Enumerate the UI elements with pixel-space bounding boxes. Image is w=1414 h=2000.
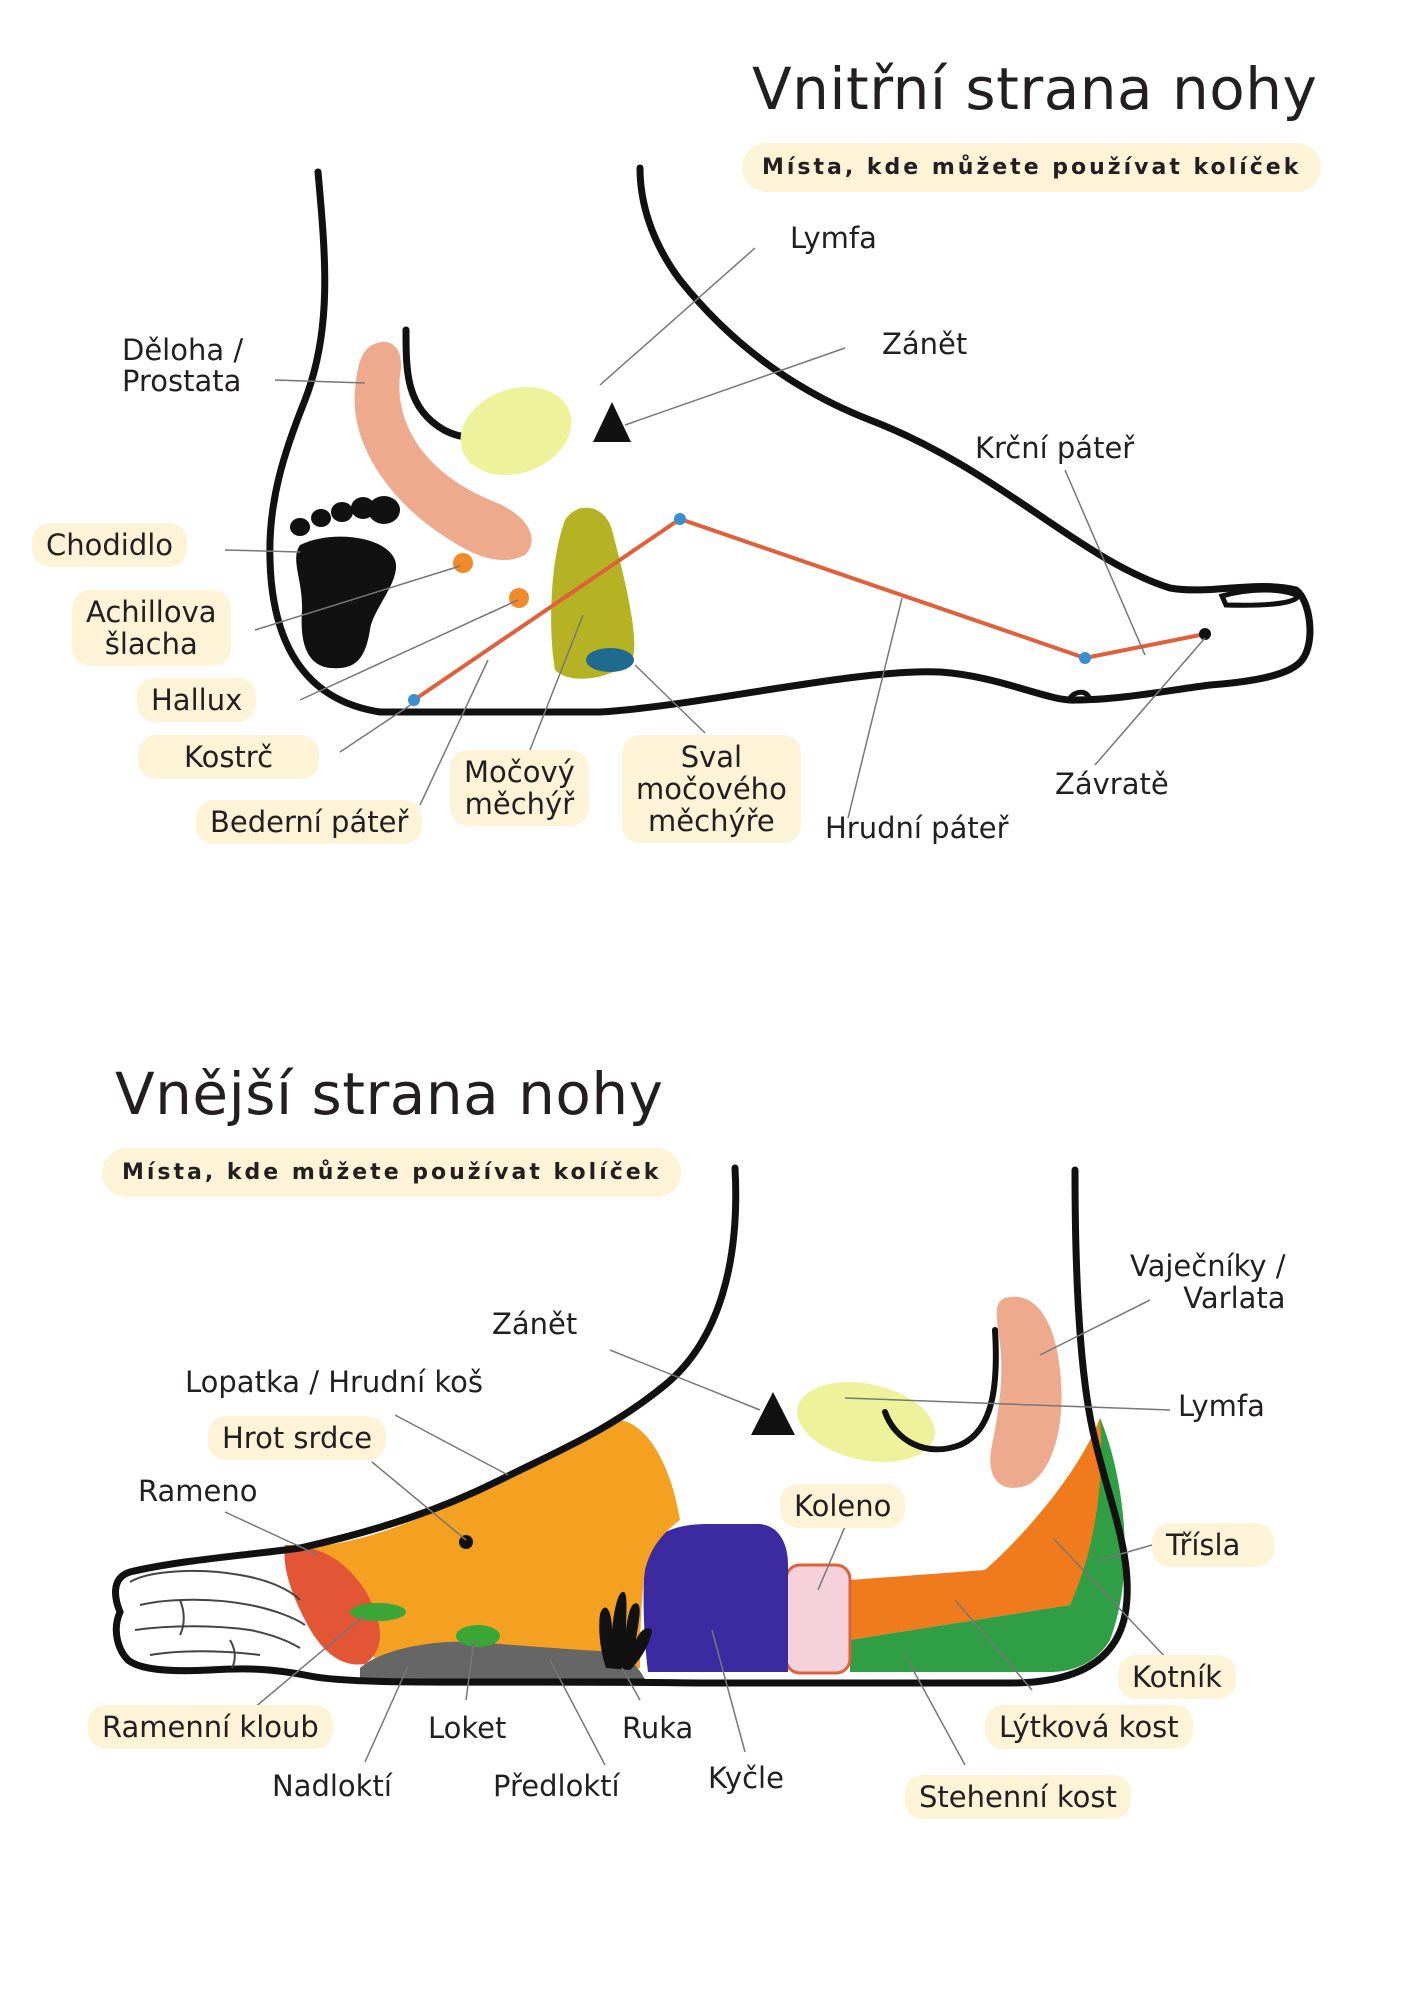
label-outer-vajecniky: Vaječníky / Varlata: [1130, 1249, 1286, 1315]
outer-hand-icon: [599, 1591, 652, 1670]
label-outer-ruka: Ruka: [622, 1711, 694, 1745]
label-outer-kycle: Kyčle: [708, 1761, 784, 1795]
inner-toenail: [1218, 587, 1301, 608]
label-outer-hrot: Hrot srdce: [208, 1416, 387, 1460]
inner-uterus-zone: [354, 341, 532, 560]
label-outer-lopatka: Lopatka / Hrudní koš: [185, 1365, 483, 1399]
inner-leader-lines: [224, 247, 1206, 819]
label-outer-stehenni: Stehenní kost: [905, 1775, 1131, 1819]
outer-shoulder-zone: [284, 1545, 380, 1665]
label-inner-bederni: Bederní páteř: [196, 800, 423, 844]
label-inner-kostrc: Kostrč: [138, 735, 320, 779]
label-inner-sval: Sval močového měchýře: [622, 735, 801, 843]
label-inner-zavrate: Závratě: [1055, 767, 1169, 801]
label-outer-lymfa: Lymfa: [1178, 1389, 1265, 1423]
label-inner-mocovy: Močový měchýř: [450, 750, 589, 826]
label-inner-achillova: Achillova šlacha: [72, 590, 231, 666]
outer-foot-diagram: [112, 1164, 1171, 1766]
label-inner-krcni: Krční páteř: [975, 431, 1135, 465]
inner-bladder-muscle-zone: [586, 648, 634, 672]
outer-ovaries-zone: [990, 1296, 1062, 1488]
label-inner-deloha: Děloha / Prostata: [122, 333, 244, 398]
inner-spine-dot-coccyx: [408, 694, 420, 706]
inner-bladder-zone: [551, 507, 635, 679]
outer-inflammation-triangle: [751, 1392, 795, 1435]
outer-lymph-zone: [797, 1382, 935, 1462]
outer-forearm-zone: [360, 1641, 645, 1680]
label-outer-ramenni: Ramenní kloub: [88, 1705, 333, 1749]
label-outer-kotnik: Kotník: [1118, 1655, 1236, 1699]
label-outer-zanet: Zánět: [492, 1307, 578, 1341]
outer-shoulder-joint-leaf: [350, 1603, 406, 1621]
inner-hallux-dot: [509, 588, 529, 608]
outer-badge: Místa, kde můžete používat kolíček: [102, 1148, 682, 1197]
label-outer-loket: Loket: [428, 1711, 507, 1745]
inner-lymph-zone: [460, 386, 572, 476]
inner-spine-dot-cervical: [1079, 652, 1091, 664]
inner-vertigo-dot: [1199, 628, 1211, 640]
label-outer-lytkova: Lýtková kost: [985, 1705, 1193, 1749]
label-outer-koleno: Koleno: [780, 1484, 906, 1528]
outer-title: Vnější strana nohy: [115, 1060, 664, 1128]
outer-leader-lines: [224, 1299, 1171, 1766]
inner-achilles-dot: [453, 553, 473, 573]
inner-foot-outline: [266, 164, 1314, 716]
label-inner-zanet: Zánět: [882, 327, 968, 361]
outer-elbow-leaf: [456, 1625, 500, 1647]
inner-footprint-icon: [290, 496, 400, 669]
label-inner-hrudni: Hrudní páteř: [825, 811, 1009, 845]
outer-hip-zone: [643, 1524, 788, 1672]
inner-badge: Místa, kde můžete používat kolíček: [742, 143, 1322, 192]
outer-toes-outline: [129, 1569, 306, 1669]
inner-spine-dot-thoracic: [674, 513, 686, 525]
inner-title: Vnitřní strana nohy: [752, 55, 1318, 123]
label-inner-lymfa: Lymfa: [790, 221, 877, 255]
label-inner-chodidlo: Chodidlo: [32, 523, 188, 567]
label-outer-rameno: Rameno: [138, 1474, 258, 1508]
outer-thigh-zone: [850, 1418, 1125, 1672]
label-inner-hallux: Hallux: [137, 678, 257, 722]
outer-heart-apex-dot: [459, 1535, 473, 1549]
label-outer-trisla: Třísla: [1152, 1523, 1275, 1567]
inner-spine-line: [412, 516, 1206, 702]
outer-knee-zone: [784, 1563, 852, 1675]
inner-toe-crease: [1068, 689, 1093, 701]
outer-lower-leg-zone: [850, 1418, 1105, 1640]
label-outer-nadlokti: Nadloktí: [272, 1769, 392, 1803]
inner-inflammation-triangle: [593, 402, 631, 442]
inner-foot-diagram: [224, 164, 1314, 819]
label-outer-predlokti: Předloktí: [493, 1769, 620, 1803]
outer-ankle-curve: [882, 1327, 999, 1453]
outer-foot-outline: [112, 1164, 1131, 1687]
